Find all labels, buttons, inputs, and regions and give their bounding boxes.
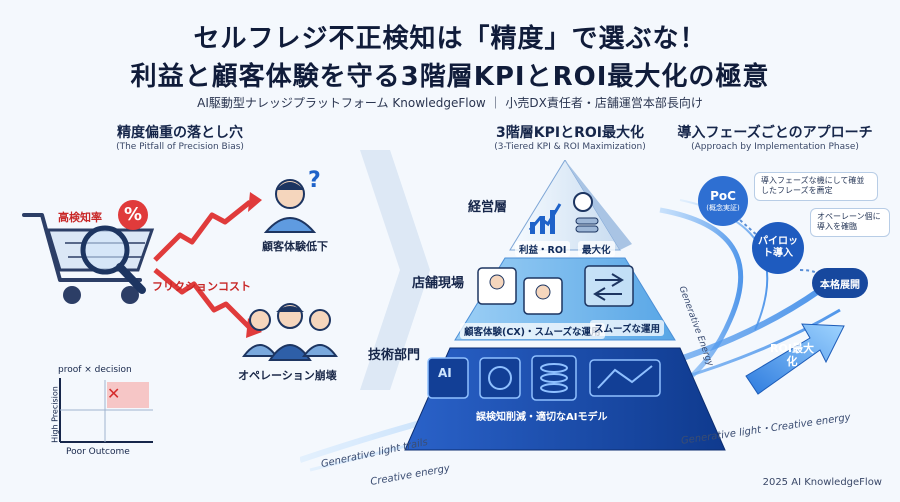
- page-subtitle: AI駆動型ナレッジプラットフォーム KnowledgeFlow ｜ 小売DX責任…: [197, 96, 703, 110]
- band-top-left: 利益・ROI: [515, 241, 571, 257]
- right-section-title: 導入フェーズごとのアプローチ: [677, 125, 873, 141]
- band-mid-left: 顧客体験(CX)・スムーズな運用: [460, 323, 605, 339]
- left-section-subtitle: (The Pitfall of Precision Bias): [116, 142, 244, 152]
- precision-matrix: [59, 378, 153, 443]
- tier-tech-label: 技術部門: [368, 348, 421, 363]
- phase-note-1: 導入フェーズな機にして確並したフレーズを薦定: [754, 172, 878, 201]
- matrix-title: proof × decision: [58, 365, 132, 375]
- page-title-line2: 利益と顧客体験を守る3階層KPIとROI最大化の極意: [130, 62, 770, 92]
- matrix-y-label: High Precision: [50, 386, 60, 443]
- band-mid-right: スムーズな運用: [590, 320, 665, 336]
- kpi-pyramid: [404, 160, 726, 451]
- roi-arrow-icon: [745, 323, 845, 395]
- phase-rollout: 本格展開: [812, 268, 868, 298]
- phase-poc-label: PoC: [710, 189, 736, 203]
- right-section-subtitle: (Approach by Implementation Phase): [691, 142, 859, 152]
- center-section-title: 3階層KPIとROI最大化: [496, 125, 644, 141]
- confused-person-icon: [263, 179, 317, 233]
- question-mark-icon: ?: [308, 168, 321, 193]
- ops-collapse-label: オペレーション崩壊: [238, 369, 337, 382]
- tier-store-label: 店舗現場: [412, 276, 465, 291]
- center-section-subtitle: (3-Tiered KPI & ROI Maximization): [494, 142, 646, 152]
- tier-exec-label: 経営層: [468, 200, 508, 215]
- footer-copyright: 2025 AI KnowledgeFlow: [762, 477, 882, 488]
- high-detection-label: 高検知率: [58, 211, 102, 224]
- chevron-divider-icon: [360, 150, 430, 390]
- phase-pilot: パイロット導入: [752, 222, 804, 274]
- percent-badge: %: [118, 200, 148, 230]
- matrix-x-label: Poor Outcome: [66, 447, 130, 457]
- phase-note-2: オペーレーン個に導入を確臨: [810, 208, 890, 237]
- friction-cost-label: フリクションコスト: [152, 280, 251, 293]
- phase-poc-sub: (概念実証): [706, 204, 740, 212]
- phase-poc: PoC (概念実証): [698, 176, 748, 226]
- ai-chip-label: AI: [438, 366, 452, 380]
- band-bottom: 誤検知削減・適切なAIモデル: [476, 412, 608, 423]
- left-section-title: 精度偏重の落とし穴: [117, 125, 243, 141]
- shopping-cart-icon: [22, 213, 155, 304]
- staff-group-icon: [242, 303, 338, 361]
- cx-decline-label: 顧客体験低下: [262, 240, 328, 253]
- band-top-right: 最大化: [578, 241, 615, 257]
- roi-max-label: ROI最大化: [770, 342, 814, 369]
- matrix-x-mark: ✕: [107, 384, 121, 403]
- page-title-line1: セルフレジ不正検知は「精度」で選ぶな！: [193, 24, 707, 54]
